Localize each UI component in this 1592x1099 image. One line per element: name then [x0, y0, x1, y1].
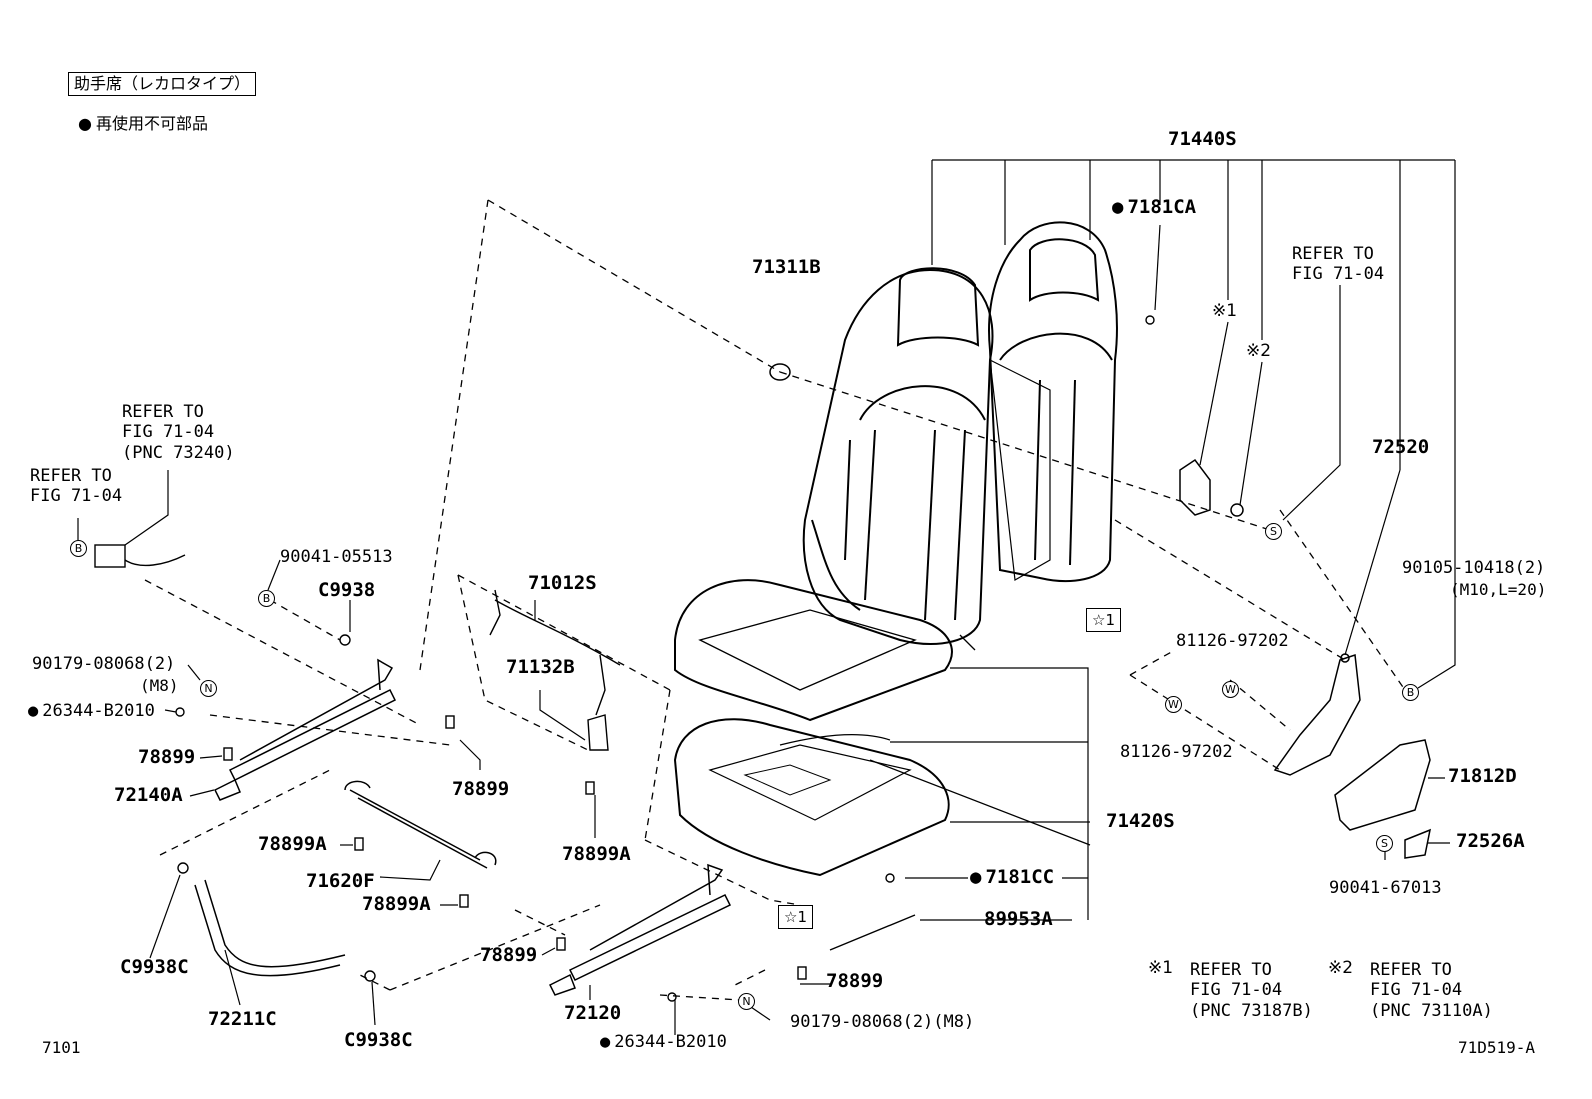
hinge-72520	[1273, 653, 1361, 776]
marker-b-harness: B	[70, 540, 87, 557]
knob-k2	[1230, 503, 1244, 517]
part-7181CC[interactable]: 7181CC	[970, 868, 1054, 887]
note1-mark: ※1	[1148, 958, 1174, 978]
refer-to-fig-left[interactable]: REFER TO FIG 71-04	[30, 466, 123, 507]
harness-b	[94, 544, 186, 568]
wire-71012S	[489, 589, 621, 716]
part-71812D[interactable]: 71812D	[1448, 765, 1517, 787]
seat-cushion-cover	[674, 579, 976, 722]
part-78899A-center[interactable]: 78899A	[562, 843, 631, 865]
part-26344-B2010-right[interactable]: 26344-B2010	[600, 1034, 727, 1051]
note1-text[interactable]: REFER TO FIG 71-04 (PNC 73187B)	[1190, 960, 1313, 1021]
marker-b-c9938: B	[258, 590, 275, 607]
part-71311B[interactable]: 71311B	[752, 256, 821, 278]
marker-n-left: N	[200, 680, 217, 697]
part-72140A[interactable]: 72140A	[114, 784, 183, 806]
rail-right-72120	[548, 863, 732, 996]
part-71012S[interactable]: 71012S	[528, 572, 597, 594]
bar-72211C	[194, 879, 346, 977]
marker-w-upper: W	[1222, 681, 1239, 698]
part-78899-left[interactable]: 78899	[138, 746, 196, 768]
seat-cushion-pad	[673, 718, 950, 877]
diagram-title-box: 助手席（レカロタイプ）	[68, 72, 257, 96]
legend-nonreusable: 再使用不可部品	[78, 116, 208, 132]
part-72520[interactable]: 72520	[1372, 436, 1430, 458]
bracket-71132B	[587, 714, 609, 751]
part-90105-10418-spec: (M10,L=20)	[1450, 580, 1547, 599]
part-78899-lower[interactable]: 78899	[480, 944, 538, 966]
marker-b-hinge: B	[1402, 684, 1419, 701]
part-81126-97202-upper[interactable]: 81126-97202	[1176, 631, 1289, 651]
part-26344-B2010-left[interactable]: 26344-B2010	[28, 703, 155, 720]
dashed-lines	[144, 199, 1406, 1001]
refer-to-fig-pnc-73240[interactable]: REFER TO FIG 71-04 (PNC 73240)	[122, 402, 235, 463]
seat-back-rear	[988, 221, 1118, 582]
note2-text[interactable]: REFER TO FIG 71-04 (PNC 73110A)	[1370, 960, 1493, 1021]
part-C9938[interactable]: C9938	[318, 579, 376, 601]
part-78899A-lower[interactable]: 78899A	[362, 893, 431, 915]
part-72120[interactable]: 72120	[564, 1002, 622, 1024]
part-78899-center[interactable]: 78899	[452, 778, 510, 800]
part-89953A[interactable]: 89953A	[984, 908, 1053, 930]
rod-71620F	[344, 780, 497, 869]
part-72211C[interactable]: 72211C	[208, 1008, 277, 1030]
part-7181CA[interactable]: 7181CA	[1112, 198, 1196, 217]
part-72526A[interactable]: 72526A	[1456, 830, 1525, 852]
leader-lines	[77, 159, 1456, 1035]
drawing-code: 71D519-A	[1458, 1038, 1536, 1057]
marker-k1-upper: ※1	[1212, 301, 1238, 321]
marker-w-lower: W	[1165, 696, 1182, 713]
part-90105-10418[interactable]: 90105-10418(2)	[1402, 558, 1546, 578]
part-90041-67013[interactable]: 90041-67013	[1329, 878, 1442, 898]
part-90179-08068-right[interactable]: 90179-08068(2)(M8)	[790, 1012, 975, 1032]
part-90041-05513[interactable]: 90041-05513	[280, 547, 393, 567]
marker-n-right: N	[738, 993, 755, 1010]
part-81126-97202-lower[interactable]: 81126-97202	[1120, 742, 1233, 762]
refer-to-fig-right[interactable]: REFER TO FIG 71-04	[1292, 244, 1385, 285]
trim-k1	[1179, 458, 1211, 516]
figure-number: 7101	[42, 1038, 81, 1057]
cable-89953A	[829, 914, 916, 951]
part-78899A-left[interactable]: 78899A	[258, 833, 327, 855]
marker-s-upper: S	[1265, 523, 1282, 540]
part-71440S[interactable]: 71440S	[1168, 128, 1237, 150]
bezel-71311B	[769, 363, 791, 381]
part-71420S[interactable]: 71420S	[1106, 810, 1175, 832]
cover-71812D	[1334, 739, 1431, 831]
part-90179-08068-left[interactable]: 90179-08068(2)	[32, 654, 176, 674]
part-78899-right[interactable]: 78899	[826, 970, 884, 992]
part-C9938C-left[interactable]: C9938C	[120, 956, 189, 978]
part-90179-08068-left-spec: (M8)	[140, 676, 179, 695]
part-71132B[interactable]: 71132B	[506, 656, 575, 678]
rail-left-72140A	[213, 658, 397, 801]
cover-72526A	[1404, 828, 1432, 859]
part-71620F[interactable]: 71620F	[306, 870, 375, 892]
marker-s-lower: S	[1376, 835, 1393, 852]
marker-star1-bottom: ☆1	[778, 905, 813, 929]
seat-back-front	[802, 267, 994, 645]
part-C9938C-right[interactable]: C9938C	[344, 1029, 413, 1051]
fasteners	[175, 315, 1155, 1002]
note2-mark: ※2	[1328, 958, 1354, 978]
marker-star1-right: ☆1	[1086, 608, 1121, 632]
marker-k2-upper: ※2	[1246, 341, 1272, 361]
